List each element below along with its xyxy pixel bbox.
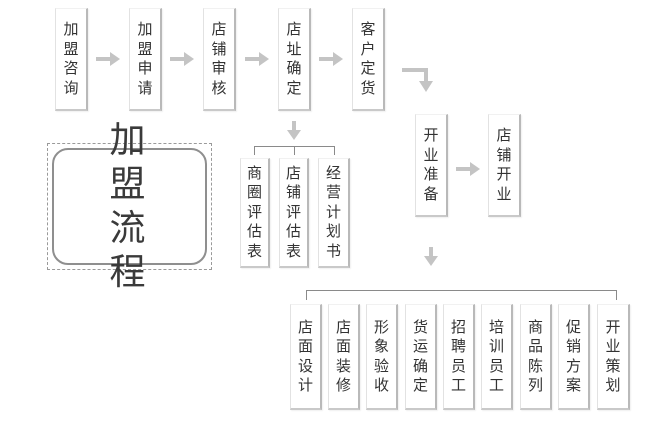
evaluation-card-3: 经营计划书 xyxy=(318,158,350,268)
bracket-line xyxy=(616,290,617,300)
right-arrow-icon xyxy=(245,52,269,66)
step-card-7: 店铺开业 xyxy=(488,114,521,217)
step-label: 加盟咨询 xyxy=(63,20,79,97)
evaluation-label: 店铺评估表 xyxy=(285,163,301,260)
prep-card-5: 招聘员工 xyxy=(443,304,475,410)
down-arrow-icon xyxy=(287,121,301,140)
prep-card-4: 货运确定 xyxy=(405,304,437,410)
step-label: 客户定货 xyxy=(360,20,376,97)
right-arrow-icon xyxy=(96,52,120,66)
bracket-line xyxy=(334,146,335,155)
step-label: 店铺开业 xyxy=(496,126,512,203)
prep-label: 店面设计 xyxy=(297,317,313,395)
prep-card-2: 店面装修 xyxy=(328,304,360,410)
step-label: 店铺审核 xyxy=(211,20,227,97)
prep-label: 形象验收 xyxy=(373,317,389,395)
prep-card-7: 商品陈列 xyxy=(520,304,552,410)
bracket-line xyxy=(306,290,307,300)
title-panel: 加盟流程 xyxy=(52,120,207,293)
step-card-2: 加盟申请 xyxy=(129,8,162,111)
prep-label: 培训员工 xyxy=(488,317,504,395)
step-label: 加盟申请 xyxy=(137,20,153,97)
bracket-line xyxy=(254,146,255,155)
prep-card-8: 促销方案 xyxy=(558,304,590,410)
step-label: 店址确定 xyxy=(286,20,302,97)
step-card-5: 客户定货 xyxy=(352,8,385,111)
title-dashed-frame xyxy=(47,143,212,270)
evaluation-label: 经营计划书 xyxy=(325,163,341,260)
prep-card-9: 开业策划 xyxy=(597,304,630,410)
step-label: 开业准备 xyxy=(423,126,439,203)
evaluation-card-1: 商圈评估表 xyxy=(240,158,270,268)
prep-card-3: 形象验收 xyxy=(366,304,398,410)
prep-label: 开业策划 xyxy=(605,317,621,395)
prep-card-1: 店面设计 xyxy=(290,304,322,410)
elbow-arrow-icon xyxy=(402,68,433,92)
step-card-6: 开业准备 xyxy=(415,114,448,217)
prep-label: 店面装修 xyxy=(335,317,351,395)
right-arrow-icon xyxy=(456,162,480,176)
step-card-4: 店址确定 xyxy=(278,8,311,111)
right-arrow-icon xyxy=(170,52,194,66)
evaluation-card-2: 店铺评估表 xyxy=(279,158,309,268)
step-card-3: 店铺审核 xyxy=(203,8,236,111)
prep-card-6: 培训员工 xyxy=(481,304,513,410)
down-arrow-icon xyxy=(424,247,438,266)
step-card-1: 加盟咨询 xyxy=(55,8,88,111)
prep-label: 促销方案 xyxy=(565,317,581,395)
prep-label: 商品陈列 xyxy=(527,317,543,395)
diagram-title: 加盟流程 xyxy=(109,119,150,293)
right-arrow-icon xyxy=(319,52,343,66)
evaluation-label: 商圈评估表 xyxy=(246,163,262,260)
bracket-line xyxy=(294,146,295,155)
bracket-line xyxy=(306,290,617,291)
prep-label: 招聘员工 xyxy=(450,317,466,395)
prep-label: 货运确定 xyxy=(412,317,428,395)
